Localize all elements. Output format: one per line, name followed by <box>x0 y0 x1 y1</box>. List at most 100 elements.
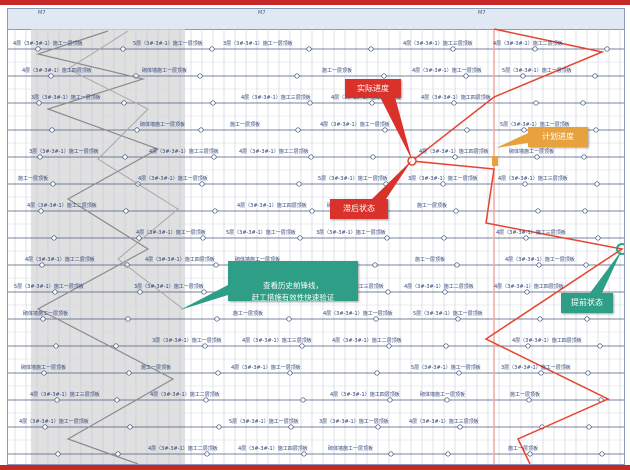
task-node <box>295 127 301 133</box>
task-node <box>442 289 448 295</box>
task-label: 砌体墙施工一层顶板 <box>142 68 188 74</box>
actual-progress-marker <box>407 156 417 166</box>
task-node <box>201 289 207 295</box>
task-node <box>202 343 208 349</box>
task-label: 4层（3#-3#-1）施工三层顶板 <box>241 95 311 101</box>
task-node <box>384 235 390 241</box>
task-label: 5层（3#-3#-1）施工一层顶板 <box>318 176 388 182</box>
task-node <box>381 73 387 79</box>
task-node <box>198 127 204 133</box>
task-node <box>212 208 218 214</box>
task-node <box>383 181 389 187</box>
task-node <box>121 100 127 106</box>
task-node <box>286 316 292 322</box>
task-node <box>388 451 394 457</box>
task-node <box>213 262 219 268</box>
task-node <box>525 343 531 349</box>
task-node <box>210 100 216 106</box>
task-node <box>40 316 46 322</box>
task-node <box>114 397 120 403</box>
task-label: 4层（3#-3#-1）施工三层顶板 <box>403 41 473 47</box>
task-node <box>199 181 205 187</box>
task-node <box>450 46 456 52</box>
task-node <box>521 127 527 133</box>
task-node <box>538 370 544 376</box>
task-label: 砌体墙施工一层顶板 <box>140 122 186 128</box>
task-label: 施工一层顶板 <box>508 446 539 452</box>
gantt-canvas[interactable]: M7 M7 M7 4层（3#-3#-1）施工一层顶板 5层（3#-3#-1）施工一… <box>7 8 625 465</box>
ahead-status-callout: 提前状态 <box>561 293 613 313</box>
task-node <box>308 154 314 160</box>
task-label: 3层（3#-3#-1）施工一层顶板 <box>223 41 293 47</box>
task-node <box>54 397 60 403</box>
task-node <box>197 73 203 79</box>
task-node <box>126 370 132 376</box>
task-label: 5层（3#-3#-1）施工一层顶板 <box>14 284 84 290</box>
task-label: 施工一层顶板 <box>417 203 448 209</box>
task-label: 4层（3#-3#-1）施工一层顶板 <box>320 122 390 128</box>
task-label: 4层（3#-3#-1）施工三层顶板 <box>496 230 566 236</box>
task-label: 施工一层顶板 <box>415 257 446 263</box>
lagging-status-label: 滞后状态 <box>343 204 375 213</box>
task-label: 4层（3#-3#-1）施工四层顶板 <box>421 95 491 101</box>
task-node <box>583 262 589 268</box>
task-node <box>288 424 294 430</box>
task-node <box>536 262 542 268</box>
task-node <box>444 397 450 403</box>
task-label: 4层（3#-3#-1）施工二层顶板 <box>493 41 563 47</box>
task-label: 砌体墙施工一层顶板 <box>420 392 466 398</box>
task-label: 施工一层顶板 <box>233 311 264 317</box>
task-label: 施工一层顶板 <box>510 392 541 398</box>
task-node <box>522 181 528 187</box>
task-node <box>523 235 529 241</box>
task-label: 4层（3#-3#-1）施工二层顶板 <box>239 149 309 155</box>
task-label: 4层（3#-3#-1）施工四层顶板 <box>238 446 308 452</box>
task-node <box>209 46 215 52</box>
task-node <box>582 208 588 214</box>
task-label: 3层（3#-3#-1）施工一层顶板 <box>501 365 571 371</box>
task-label: 4层（3#-3#-1）施工三层顶板 <box>409 419 479 425</box>
task-label: 4层（3#-3#-1）施工二层顶板 <box>148 446 218 452</box>
task-label: 3层（3#-3#-1）施工一层顶板 <box>31 95 101 101</box>
task-label: 4层（3#-3#-1）施工一层顶板 <box>13 41 83 47</box>
task-label: 4层（3#-3#-1）施工三层顶板 <box>30 392 100 398</box>
task-node <box>454 262 460 268</box>
task-node <box>49 127 55 133</box>
task-node <box>41 370 47 376</box>
task-node <box>120 46 126 52</box>
task-node <box>597 343 603 349</box>
task-node <box>594 181 600 187</box>
header-month-label: M7 <box>478 10 486 16</box>
task-label: 施工一层顶板 <box>18 176 49 182</box>
task-node <box>457 424 463 430</box>
task-node <box>385 289 391 295</box>
task-node <box>301 451 307 457</box>
task-node <box>527 451 533 457</box>
task-label: 4层（3#-3#-1）施工四层顶板 <box>237 203 307 209</box>
task-node <box>386 343 392 349</box>
task-node <box>595 235 601 241</box>
task-node <box>37 154 43 160</box>
task-node <box>604 46 610 52</box>
task-label: 施工一层顶板 <box>322 68 353 74</box>
task-label: 4层（3#-3#-1）施工一层顶板 <box>136 230 206 236</box>
task-node <box>306 46 312 52</box>
task-label: 3层（3#-3#-1）施工一层顶板 <box>134 284 204 290</box>
task-node <box>375 424 381 430</box>
header-month-label: M7 <box>38 10 46 16</box>
task-node <box>113 343 119 349</box>
history-progress-line-2 <box>66 30 184 310</box>
history-line-callout: 查看历史前锋线， 赶工措施有效性快速验证 <box>228 261 358 302</box>
task-node <box>370 154 376 160</box>
task-node <box>580 100 586 106</box>
task-node <box>134 127 140 133</box>
top-accent-bar <box>0 0 630 5</box>
task-node <box>200 235 206 241</box>
history-progress-line <box>35 30 175 464</box>
task-label: 4层（3#-3#-1）施工三层顶板 <box>242 338 312 344</box>
timeline-header: M7 M7 M7 <box>8 9 624 30</box>
ahead-status-marker <box>616 243 624 255</box>
task-label: 4层（3#-3#-1）施工三层顶板 <box>149 149 219 155</box>
task-node <box>463 73 469 79</box>
task-label: 4层（3#-3#-1）施工三层顶板 <box>498 176 568 182</box>
